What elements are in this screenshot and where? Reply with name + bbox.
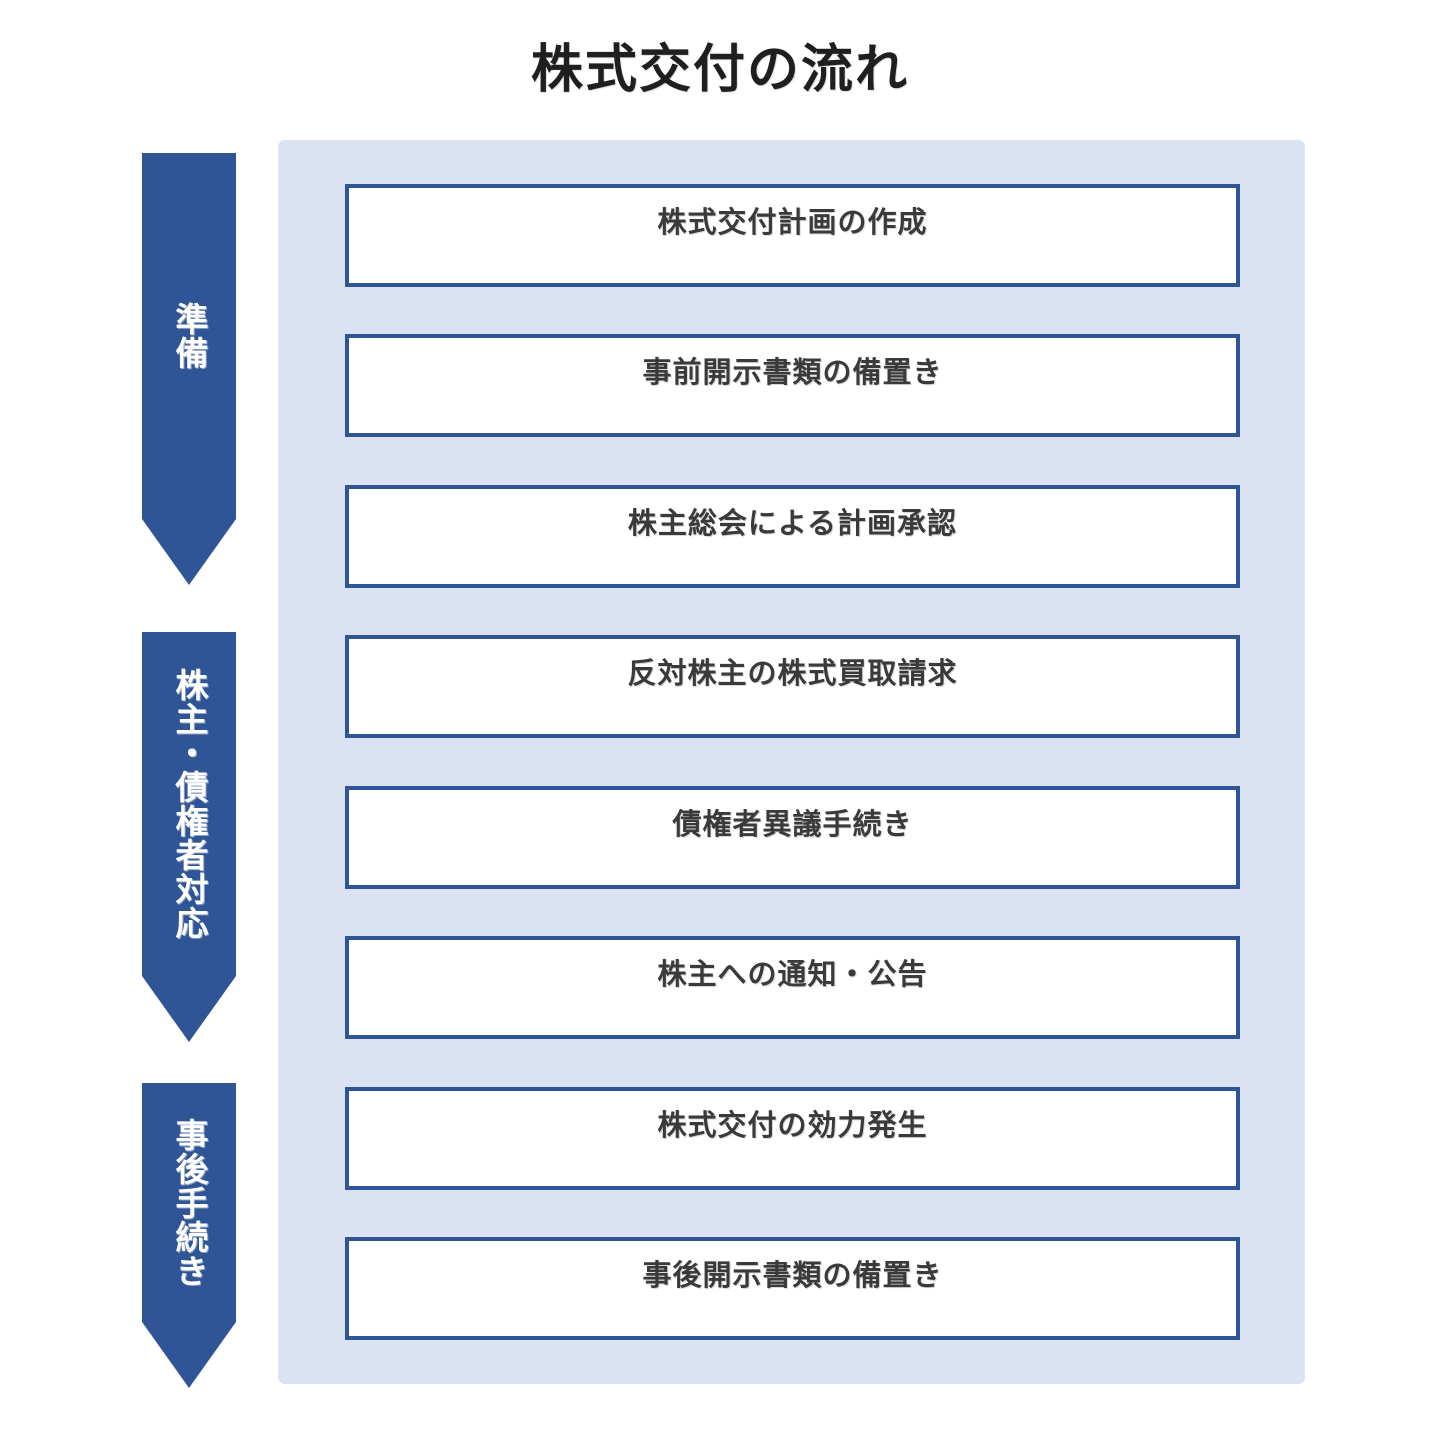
steps-panel-background <box>278 140 1305 1384</box>
step-label: 株主への通知・公告 <box>657 959 928 991</box>
step-label: 株主総会による計画承認 <box>627 508 958 540</box>
step-label: 株式交付計画の作成 <box>657 207 928 239</box>
stage-arrow-preparation: 準備 <box>142 153 236 585</box>
step-box: 株主総会による計画承認 <box>345 485 1240 588</box>
step-box: 事前開示書類の備置き <box>345 334 1240 437</box>
step-label: 反対株主の株式買取請求 <box>627 658 958 690</box>
down-arrow-icon <box>142 632 236 1042</box>
step-box: 債権者異議手続き <box>345 786 1240 889</box>
stage-arrow-shareholder-creditor: 株主・債権者対応 <box>142 632 236 1042</box>
step-box: 反対株主の株式買取請求 <box>345 635 1240 738</box>
stage-arrow-label: 事後手続き <box>170 1117 208 1288</box>
down-arrow-icon <box>142 153 236 585</box>
step-label: 事後開示書類の備置き <box>642 1260 943 1292</box>
step-box: 株式交付計画の作成 <box>345 184 1240 287</box>
down-arrow-icon <box>142 1083 236 1388</box>
step-label: 債権者異議手続き <box>672 809 913 841</box>
step-label: 事前開示書類の備置き <box>642 357 943 389</box>
step-box: 事後開示書類の備置き <box>345 1237 1240 1340</box>
stage-arrow-label: 株主・債権者対応 <box>170 668 208 940</box>
step-box: 株主への通知・公告 <box>345 936 1240 1039</box>
step-box: 株式交付の効力発生 <box>345 1087 1240 1190</box>
stage-arrow-label: 準備 <box>170 302 208 370</box>
page-title: 株式交付の流れ <box>530 41 909 99</box>
step-label: 株式交付の効力発生 <box>657 1110 928 1142</box>
stage-arrow-post-procedure: 事後手続き <box>142 1083 236 1388</box>
